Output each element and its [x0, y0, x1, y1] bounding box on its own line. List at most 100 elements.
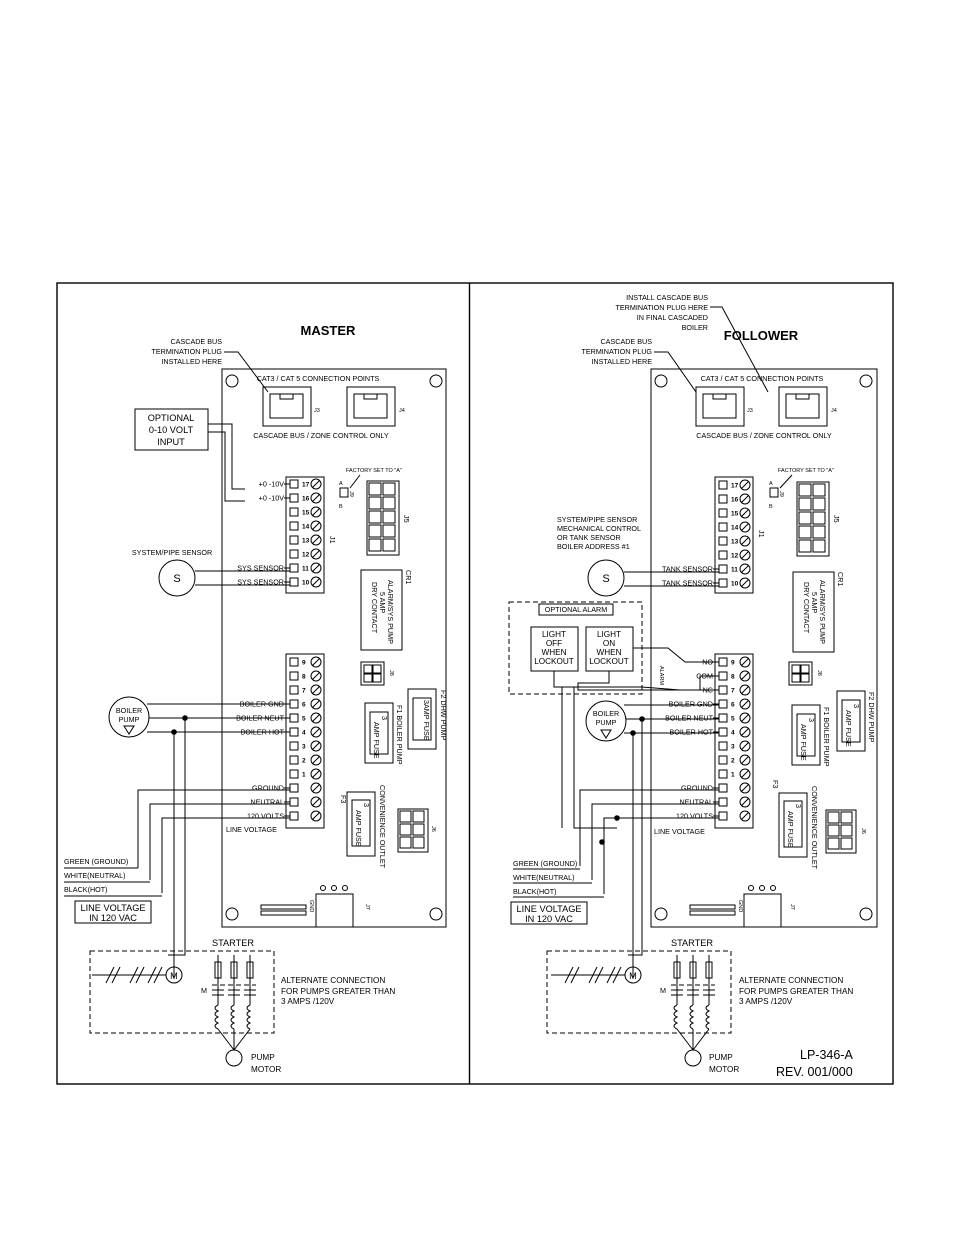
cascade-note-line: TERMINATION PLUG: [151, 347, 222, 356]
terminal-number: 7: [731, 688, 735, 695]
terminal-screw: [310, 782, 322, 794]
terminal-number: 8: [731, 674, 735, 681]
alternate-line: FOR PUMPS GREATER THAN: [281, 987, 395, 996]
terminal-screw: [739, 698, 751, 710]
motor-leads: [217, 1028, 251, 1051]
cr1-text: 5 AMP: [378, 592, 387, 613]
connector-pin: [412, 836, 425, 849]
connector-pin: [412, 823, 425, 836]
terminal-screw-slot: [741, 686, 749, 694]
pump-motor-label: PUMP: [709, 1053, 733, 1062]
light-off-line: LIGHT: [542, 630, 566, 639]
cr1-text: ALARM/SYS PUMP: [386, 580, 395, 644]
contact-mark: [111, 966, 121, 984]
j8-pin: [791, 673, 801, 683]
terminal-screw: [310, 534, 322, 546]
optional-alarm-title-box: [538, 603, 614, 616]
terminal-screw-slot: [741, 523, 749, 531]
f3-fuse-text: 3: [362, 803, 371, 807]
j5-connector: [796, 481, 830, 557]
j5-connector: [366, 480, 400, 556]
boiler-pump-label: PUMP: [596, 718, 617, 727]
terminal-label: +0 -10V: [259, 494, 285, 503]
outer-frame: [56, 282, 894, 1085]
mount-hole: [225, 374, 239, 388]
input-wire: [208, 431, 245, 502]
optional-input-line: OPTIONAL: [148, 413, 194, 423]
terminal-screw: [739, 507, 751, 519]
wire-black-label: BLACK(HOT): [513, 887, 557, 896]
terminal-screw-slot: [741, 728, 749, 736]
f3-fuse: [351, 799, 371, 847]
contact-mark: [606, 966, 616, 984]
j8-pin: [363, 664, 373, 674]
j8-connector: [788, 661, 813, 686]
terminal-slot: [289, 535, 299, 545]
panel-title: MASTER: [301, 323, 357, 338]
terminal-slot: [718, 671, 728, 681]
jumper-b: B: [339, 504, 343, 510]
connector-body: [397, 808, 429, 853]
terminal-slot: [718, 741, 728, 751]
terminal-screw-slot: [312, 714, 320, 722]
cr1-label: CR1: [836, 572, 845, 586]
jumper-j9: J9: [348, 491, 354, 497]
terminal-screw-slot: [741, 700, 749, 708]
boiler-pump-label: BOILER: [116, 706, 142, 715]
terminal-slot: [718, 522, 728, 532]
contact-mark: [564, 966, 574, 984]
terminal-slot: [718, 508, 728, 518]
terminal-screw-slot: [741, 495, 749, 503]
wire-junction: [614, 815, 620, 821]
install-note-line: TERMINATION PLUG HERE: [615, 303, 708, 312]
terminal-screw: [310, 684, 322, 696]
f3-fuse-text: 3: [794, 804, 803, 808]
cascade-note-line: TERMINATION PLUG: [581, 347, 652, 356]
sensor-label: MECHANICAL CONTROL: [557, 524, 641, 533]
terminal-number: 16: [302, 496, 310, 503]
terminal-number: 4: [731, 730, 735, 737]
cascade-note-line: CASCADE BUS: [170, 337, 222, 346]
wire-black-label: BLACK(HOT): [64, 885, 108, 894]
terminal-number: 3: [302, 744, 306, 751]
connector-pin: [812, 525, 826, 539]
terminal-number: 14: [302, 524, 310, 531]
alternate-line: 3 AMPS /120V: [281, 997, 335, 1006]
terminal-screw-slot: [312, 686, 320, 694]
pump-triangle: [123, 725, 135, 735]
jumper-b: B: [769, 504, 773, 510]
f3-fuse-holder: [778, 792, 808, 858]
terminal-screw: [310, 740, 322, 752]
f1-fuse-holder: [791, 704, 821, 766]
motor-coil: [705, 1004, 711, 1030]
factory-leader: [779, 474, 793, 489]
j4-jack-inner: [785, 393, 820, 419]
line-voltage-box: [74, 900, 152, 924]
terminal-number: 10: [302, 580, 310, 587]
f2-label: F2 DHW PUMP: [439, 690, 448, 741]
pole-fuse: [246, 961, 254, 979]
boiler-pump-symbol: [108, 696, 150, 738]
terminal-number: 11: [302, 566, 309, 573]
connector-pin: [798, 483, 812, 497]
terminal-slot: [289, 797, 299, 807]
control-board: [650, 368, 878, 928]
j3-jack-tab: [279, 394, 294, 400]
terminal-slot: [289, 521, 299, 531]
terminal-label: BOILER NEUT: [665, 714, 714, 723]
terminal-screw: [739, 521, 751, 533]
starter-wire: [628, 719, 643, 956]
mount-hole: [654, 374, 668, 388]
j3-label: J3: [747, 408, 753, 414]
alarm-wire: [553, 671, 719, 691]
terminal-slot: [718, 685, 728, 695]
line-voltage-box-line: IN 120 VAC: [525, 914, 573, 924]
j3-jack: [695, 386, 745, 427]
lower-terminal-block: [714, 653, 754, 829]
terminal-number: 11: [731, 567, 738, 574]
f2-fuse-text: 3AMP FUSE: [422, 700, 431, 741]
terminal-screw: [739, 670, 751, 682]
contact-mark: [129, 966, 139, 984]
j6-label: J6: [430, 826, 436, 832]
